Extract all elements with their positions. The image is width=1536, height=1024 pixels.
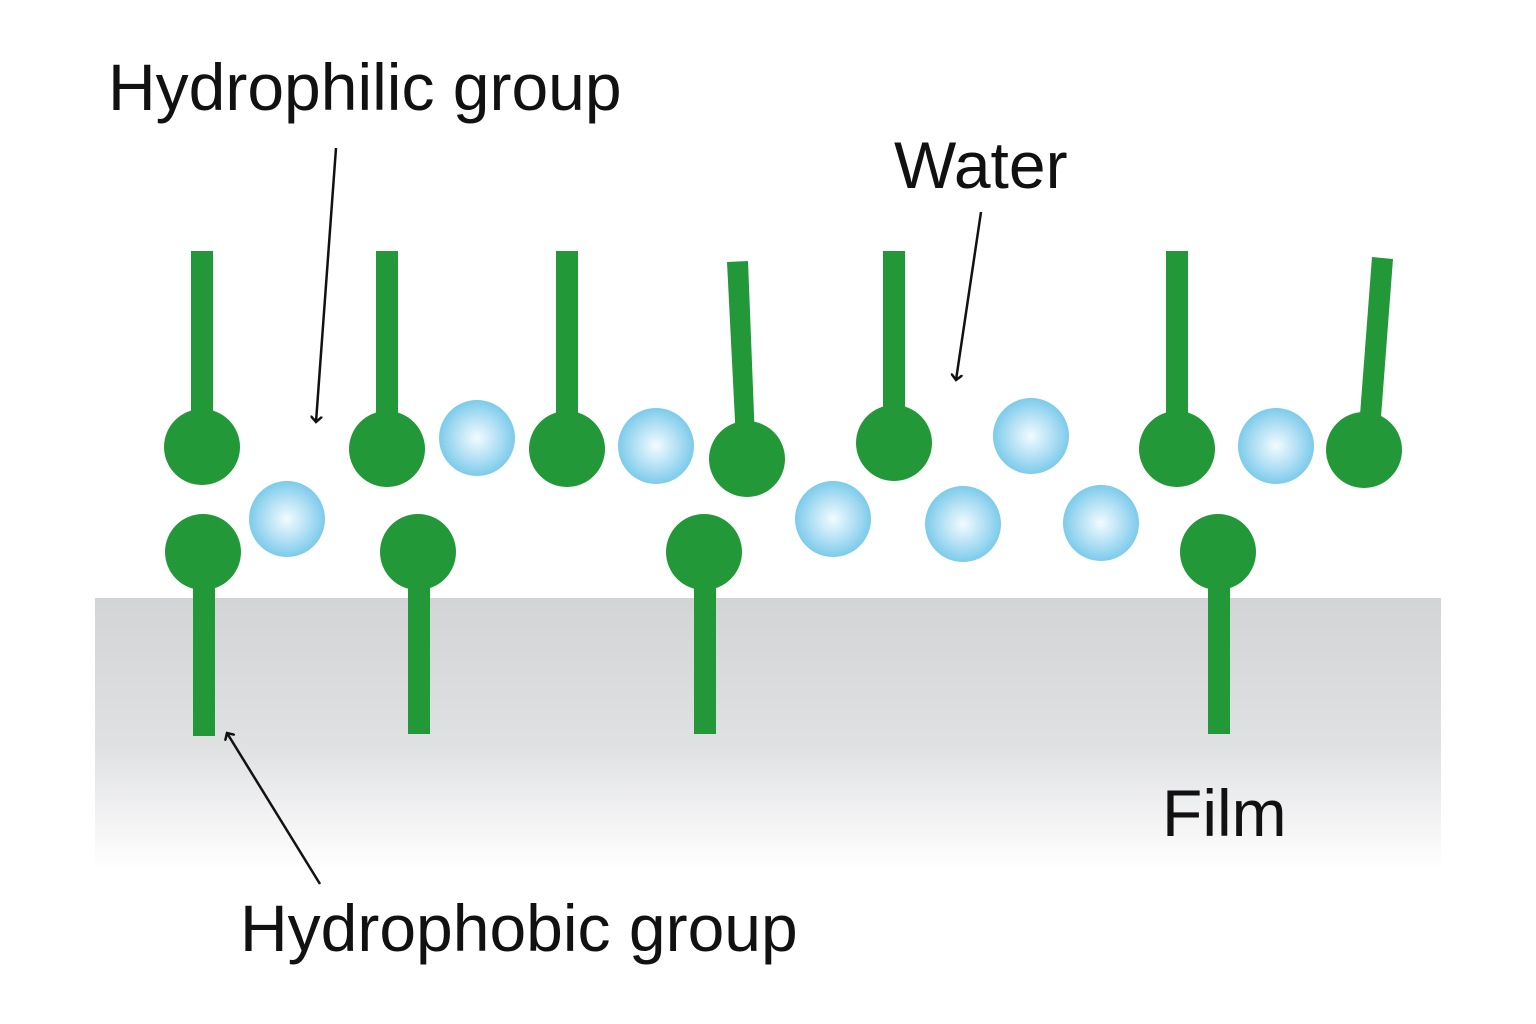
surfactant-molecule: [666, 514, 742, 734]
surfactant-molecule: [1180, 514, 1256, 734]
upper-surfactant-molecules: [164, 251, 1402, 497]
water-molecule: [1063, 485, 1139, 561]
hydrophobic-arrow: [227, 733, 322, 885]
film-label: Film: [1162, 776, 1287, 850]
surfactant-molecule: [1139, 251, 1215, 487]
water-molecule: [249, 481, 325, 557]
surfactant-molecule: [709, 261, 785, 497]
surfactant-molecule: [529, 251, 605, 487]
water-molecule: [925, 486, 1001, 562]
water-molecule: [1238, 408, 1314, 484]
water-molecules: [249, 398, 1314, 562]
surfactant-molecule: [349, 251, 425, 487]
surfactant-molecule: [165, 514, 241, 736]
water-molecule: [618, 408, 694, 484]
hydrophilic-arrow: [316, 147, 338, 422]
surfactant-molecule: [164, 251, 240, 485]
surfactant-molecule: [856, 251, 932, 481]
water-molecule: [795, 481, 871, 557]
hydrophobic-group-label: Hydrophobic group: [240, 891, 798, 965]
water-arrow: [956, 211, 983, 380]
surfactant-molecule: [380, 514, 456, 734]
water-molecule: [993, 398, 1069, 474]
water-molecule: [439, 400, 515, 476]
surfactant-molecule: [1326, 257, 1402, 488]
lower-surfactant-molecules: [165, 514, 1256, 736]
water-label: Water: [894, 128, 1068, 202]
hydrophilic-group-label: Hydrophilic group: [108, 50, 622, 124]
